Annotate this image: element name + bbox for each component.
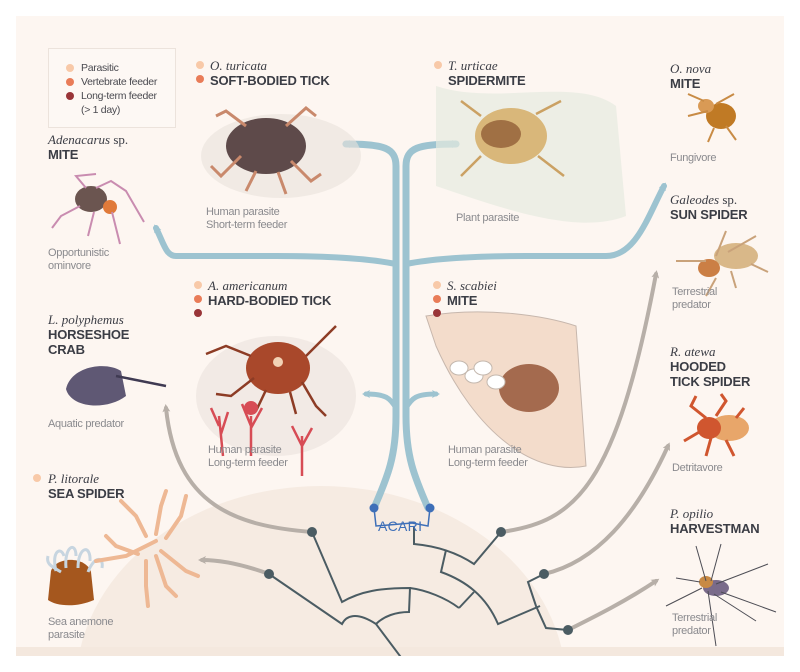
desc-o-nova: Fungivore xyxy=(670,152,717,164)
horseshoe-crab-illustration xyxy=(66,366,167,406)
phylogeny-figure: Parasitic Vertebrate feeder Long-term fe… xyxy=(16,16,784,656)
legend-item-vertebrate-feeder: Vertebrate feeder xyxy=(66,75,175,89)
legend: Parasitic Vertebrate feeder Long-term fe… xyxy=(48,48,176,128)
sea-spider-illustration xyxy=(46,489,200,608)
label-o-turicata: O. turicata SOFT-BODIED TICK xyxy=(210,58,330,88)
trait-dots-p-litorale xyxy=(33,474,41,482)
scabies-mite-illustration xyxy=(425,311,587,468)
parasitic-dot-icon xyxy=(433,281,441,289)
parasitic-dot-icon xyxy=(196,61,204,69)
o-nova-mite-illustration xyxy=(687,93,737,143)
desc-o-turicata: Human parasite Short-term feeder xyxy=(206,206,288,231)
acari-bracket xyxy=(369,503,435,527)
hooded-tick-spider-illustration xyxy=(683,393,749,457)
desc-a-americanum: Human parasite Long-term feeder xyxy=(208,444,288,469)
desc-s-scabiei: Human parasite Long-term feeder xyxy=(448,444,528,469)
acari-clade-label: ACARI xyxy=(378,518,423,534)
parasitic-dot-icon xyxy=(194,281,202,289)
label-o-nova: O. nova MITE xyxy=(670,61,712,91)
label-p-opilio: P. opilio HARVESTMAN xyxy=(670,506,760,536)
phylogenetic-tree xyxy=(46,86,777,656)
label-a-americanum: A. americanum HARD-BODIED TICK xyxy=(208,278,332,308)
desc-r-atewa: Detritavore xyxy=(672,462,723,474)
parasitic-dot-icon xyxy=(33,474,41,482)
long-term-feeder-dot-icon xyxy=(194,309,202,317)
desc-galeodes: Terrestrial predator xyxy=(672,286,717,311)
acari-branches xyxy=(153,140,667,512)
label-adenacarus: Adenacarus sp. MITE xyxy=(48,132,129,162)
long-term-feeder-dot-icon xyxy=(433,309,441,317)
legend-item-long-term-feeder: Long-term feeder(> 1 day) xyxy=(66,89,175,117)
desc-p-litorale: Sea anemone parasite xyxy=(48,616,114,641)
desc-t-urticae: Plant parasite xyxy=(456,212,520,224)
desc-p-opilio: Terrestrial predator xyxy=(672,612,717,637)
outgroup-branches xyxy=(162,270,670,632)
vertebrate-feeder-dot-icon xyxy=(194,295,202,303)
label-p-litorale: P. litorale SEA SPIDER xyxy=(48,471,125,501)
vertebrate-feeder-dot-icon xyxy=(433,295,441,303)
tree-lines xyxy=(268,526,569,656)
trait-dots-o-turicata xyxy=(196,61,204,83)
label-s-scabiei: S. scabiei MITE xyxy=(447,278,497,308)
trait-dots-a-americanum xyxy=(194,281,202,317)
harvestman-illustration xyxy=(665,543,777,647)
desc-adenacarus: Opportunistic ominvore xyxy=(48,247,109,272)
legend-item-parasitic: Parasitic xyxy=(66,61,175,75)
soft-bodied-tick-illustration xyxy=(201,106,361,198)
long-term-feeder-dot-icon xyxy=(66,92,74,100)
vertebrate-feeder-dot-icon xyxy=(66,78,74,86)
trait-dots-s-scabiei xyxy=(433,281,441,317)
hard-bodied-tick-illustration xyxy=(196,325,356,476)
label-l-polyphemus: L. polyphemus HORSESHOE CRAB xyxy=(48,312,130,357)
label-r-atewa: R. atewa HOODED TICK SPIDER xyxy=(670,344,751,389)
spidermite-illustration xyxy=(436,86,626,223)
parasitic-dot-icon xyxy=(434,61,442,69)
tree-nodes xyxy=(264,527,573,635)
label-t-urticae: T. urticae SPIDERMITE xyxy=(448,58,526,88)
vertebrate-feeder-dot-icon xyxy=(196,75,204,83)
parasitic-dot-icon xyxy=(66,64,74,72)
trait-dots-t-urticae xyxy=(434,61,442,69)
label-galeodes: Galeodes sp. SUN SPIDER xyxy=(670,192,748,222)
sun-spider-illustration xyxy=(676,230,769,297)
adenacarus-mite-illustration xyxy=(51,173,145,245)
desc-l-polyphemus: Aquatic predator xyxy=(48,418,124,430)
bottom-strip xyxy=(16,647,784,656)
